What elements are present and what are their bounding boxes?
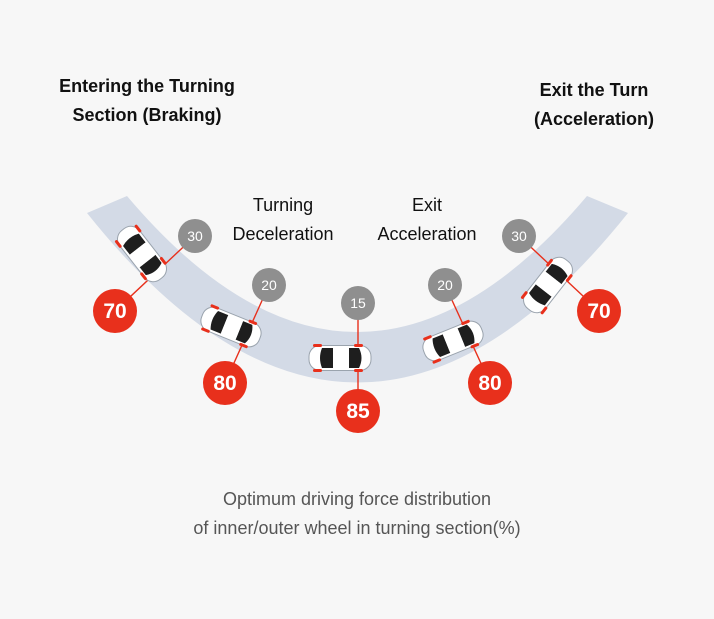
exit-accel-line-1: Exit: [411, 195, 442, 215]
exit-heading-line-2: (Acceleration): [533, 109, 655, 129]
outer-wheel-value: 85: [346, 400, 370, 423]
exit-acceleration-label: Exit Acceleration: [357, 191, 497, 249]
inner-wheel-badge: [502, 219, 536, 253]
turning-deceleration-label: Turning Deceleration: [213, 191, 353, 249]
outer-wheel-badge: [468, 361, 512, 405]
outer-wheel-badge: [336, 389, 380, 433]
exit-accel-line-2: Acceleration: [377, 224, 477, 244]
caption-line-2: of inner/outer wheel in turning section(…: [193, 518, 521, 538]
inner-wheel-value: 20: [261, 277, 277, 293]
caption-line-1: Optimum driving force distribution: [222, 489, 492, 509]
position-5: 30 70: [502, 219, 621, 333]
car-icon: [308, 343, 372, 373]
inner-wheel-badge: [178, 219, 212, 253]
entering-heading-line-2: Section (Braking): [72, 105, 222, 125]
inner-wheel-badge: [252, 268, 286, 302]
diagram-caption: Optimum driving force distribution of in…: [0, 485, 714, 543]
outer-wheel-value: 70: [587, 300, 610, 323]
outer-wheel-badge: [203, 361, 247, 405]
entering-turn-heading: Entering the Turning Section (Braking): [47, 72, 247, 130]
turning-decel-line-2: Deceleration: [232, 224, 334, 244]
inner-wheel-value: 15: [350, 295, 366, 311]
inner-wheel-value: 30: [511, 228, 527, 244]
position-1: 30 70: [93, 219, 212, 333]
outer-wheel-value: 80: [213, 372, 236, 395]
outer-wheel-value: 70: [103, 300, 126, 323]
outer-wheel-value: 80: [478, 372, 501, 395]
exit-turn-heading: Exit the Turn (Acceleration): [504, 76, 684, 134]
exit-heading-line-1: Exit the Turn: [539, 80, 649, 100]
inner-wheel-value: 30: [187, 228, 203, 244]
turning-decel-line-1: Turning: [252, 195, 314, 215]
outer-wheel-badge: [93, 289, 137, 333]
outer-wheel-badge: [577, 289, 621, 333]
inner-wheel-value: 20: [437, 277, 453, 293]
inner-wheel-badge: [341, 286, 375, 320]
entering-heading-line-1: Entering the Turning: [59, 76, 235, 96]
inner-wheel-badge: [428, 268, 462, 302]
